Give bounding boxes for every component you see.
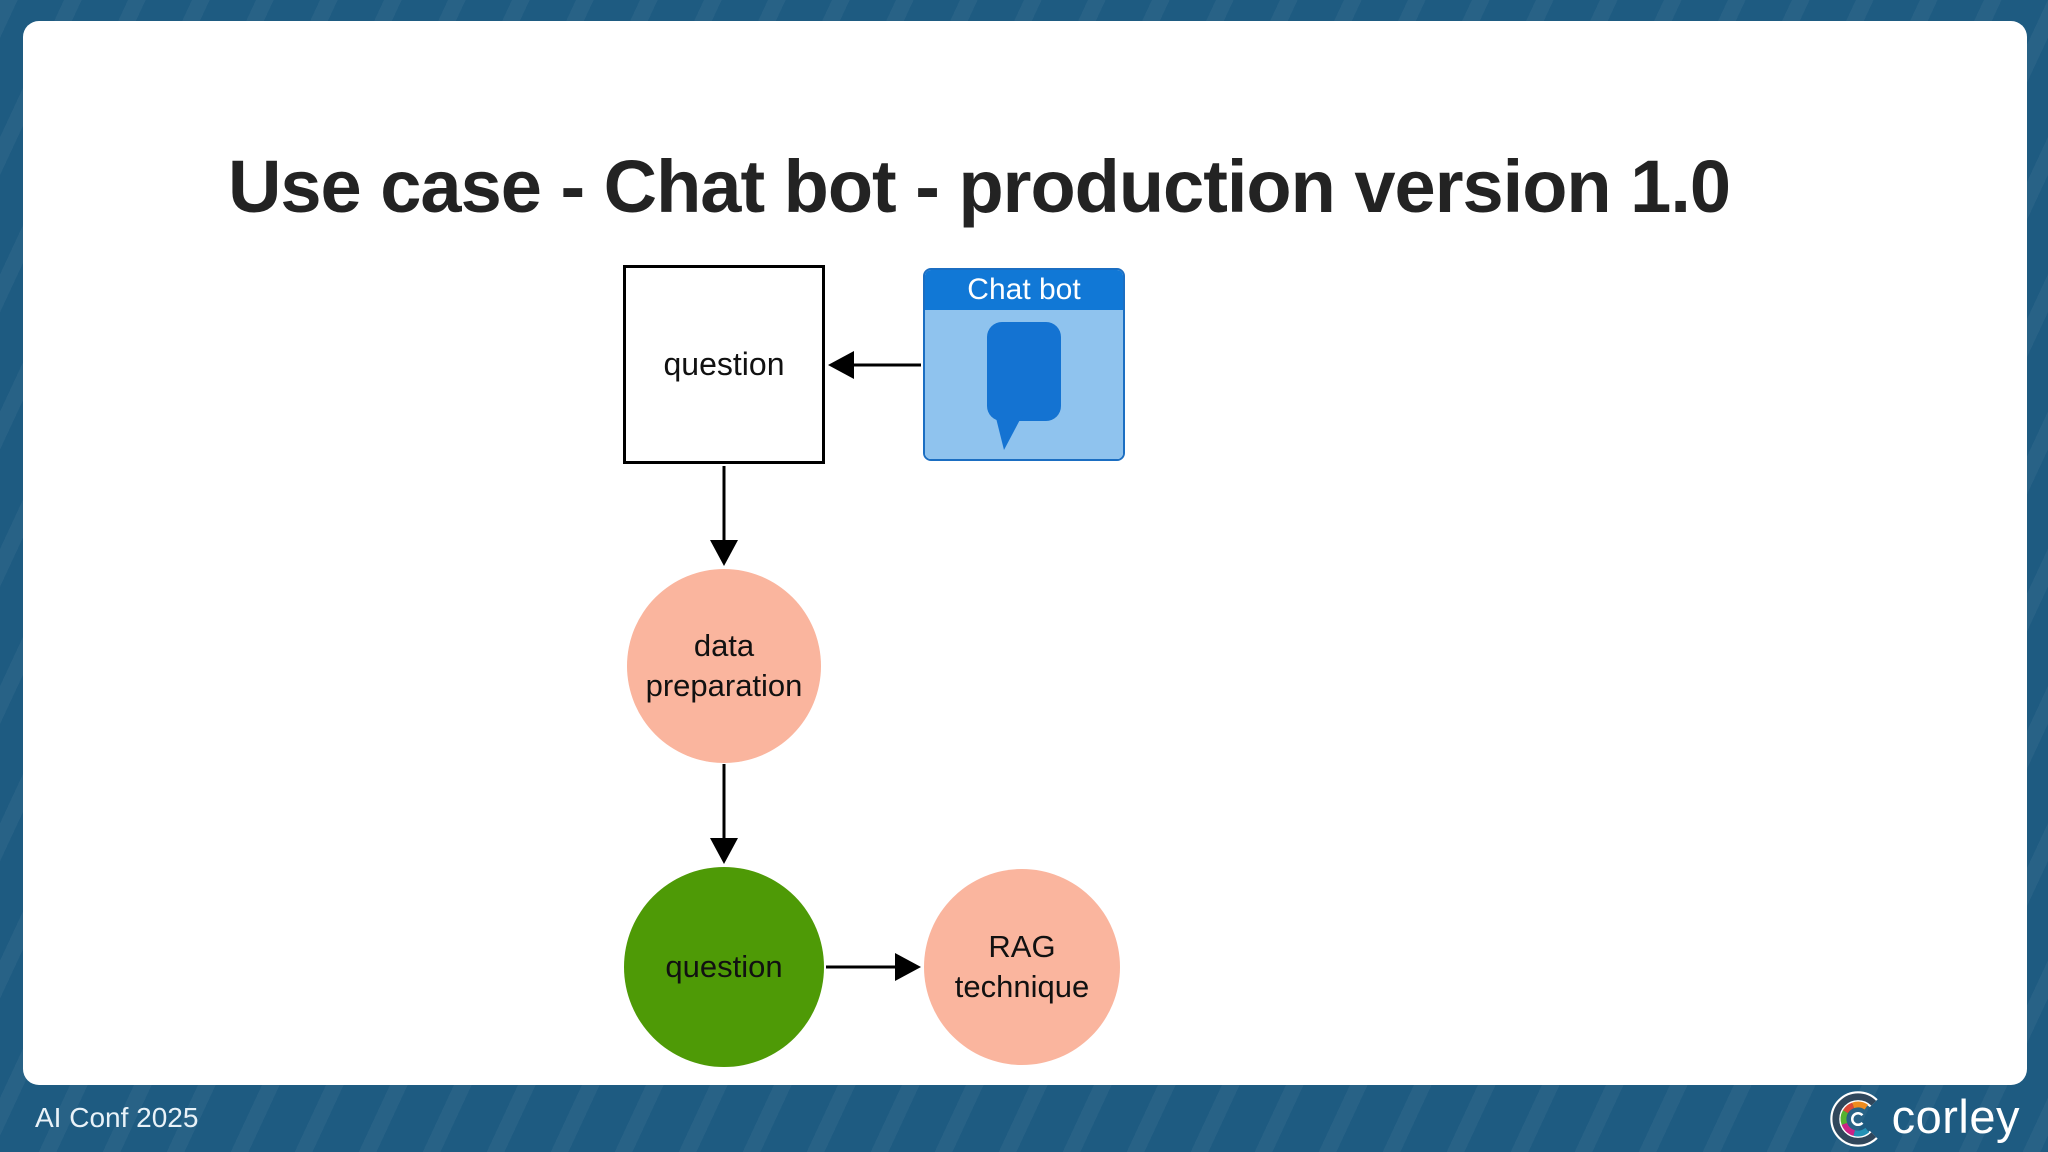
node-rag-technique: RAG technique [924,869,1120,1065]
node-question-box: question [623,265,825,464]
corley-logo-icon [1829,1091,1878,1147]
slide-title: Use case - Chat bot - production version… [227,145,1731,228]
chat-bubble-icon [987,322,1061,450]
node-rag-technique-label: RAG technique [954,928,1090,1004]
node-question-box-label: question [663,346,785,382]
corley-logo-text: corley [1891,1089,2020,1143]
node-question-circle: question [624,867,824,1067]
chat-bot-label: Chat bot [967,273,1081,306]
node-question-circle-label: question [665,948,783,984]
chat-bot-header: Chat bot [925,270,1123,310]
conference-label: AI Conf 2025 [35,1102,199,1133]
node-chat-bot: Chat bot [923,268,1125,461]
node-data-preparation-label: data preparation [645,627,803,703]
corley-logo: corley [1829,1090,2020,1148]
node-data-preparation: data preparation [627,569,821,763]
chat-bot-body [925,310,1123,459]
